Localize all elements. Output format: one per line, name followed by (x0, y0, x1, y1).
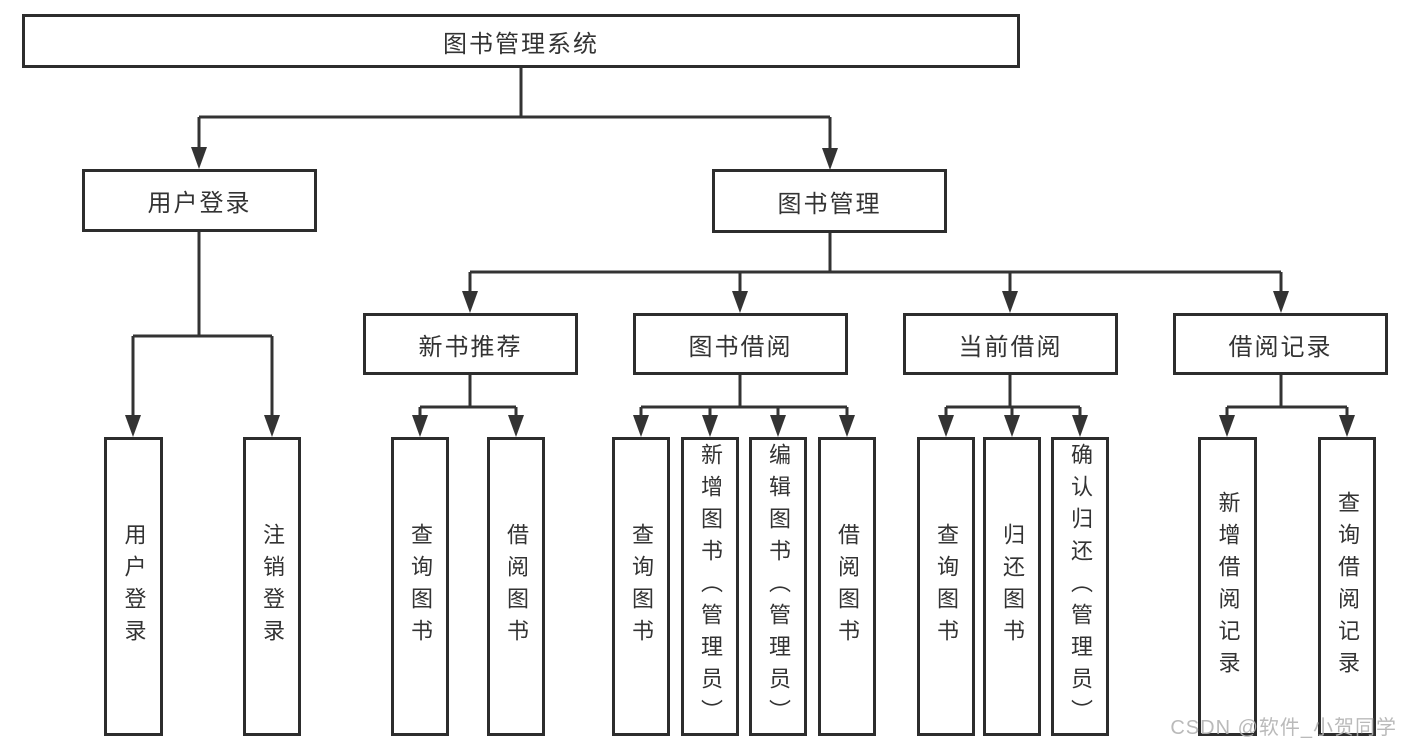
node-book-mgmt: 图书管理 (712, 169, 947, 233)
node-root-label: 图书管理系统 (443, 30, 599, 58)
leaf-query-book-3-label: 查询图书 (934, 522, 959, 651)
leaf-borrow-book-1: 借阅图书 (487, 437, 545, 736)
leaf-query-book-1-label: 查询图书 (408, 522, 433, 651)
node-root: 图书管理系统 (22, 14, 1020, 68)
node-user-login-label: 用户登录 (147, 190, 252, 217)
leaf-borrow-book-2: 借阅图书 (818, 437, 876, 736)
csdn-watermark: CSDN @软件_小贺同学 (1170, 717, 1397, 739)
leaf-query-book-2: 查询图书 (612, 437, 670, 736)
node-book-borrow-label: 图书借阅 (688, 333, 793, 361)
leaf-return-book: 归还图书 (983, 437, 1041, 736)
leaf-add-book-admin: 新增图书（管理员） (681, 437, 739, 736)
leaf-query-borrow-record-label: 查询借阅记录 (1335, 490, 1360, 683)
node-borrow-records: 借阅记录 (1173, 313, 1388, 375)
leaf-return-book-label: 归还图书 (1000, 522, 1025, 651)
connector-book-mgmt-to-level3 (462, 233, 1289, 313)
leaf-add-borrow-record: 新增借阅记录 (1198, 437, 1257, 736)
leaf-query-book-3: 查询图书 (917, 437, 975, 736)
leaf-borrow-book-1-label: 借阅图书 (504, 522, 529, 651)
node-new-book-rec: 新书推荐 (363, 313, 578, 375)
leaf-user-login: 用户登录 (104, 437, 163, 736)
leaf-edit-book-admin: 编辑图书（管理员） (749, 437, 807, 736)
connector-borrow-records-to-leaves (1219, 375, 1355, 437)
leaf-query-borrow-record: 查询借阅记录 (1318, 437, 1376, 736)
leaf-edit-book-admin-label: 编辑图书（管理员） (766, 442, 791, 731)
connector-user-login-to-leaves (125, 232, 280, 437)
leaf-logout: 注销登录 (243, 437, 301, 736)
leaf-confirm-return-admin: 确认归还（管理员） (1051, 437, 1109, 736)
leaf-logout-label: 注销登录 (260, 522, 285, 651)
node-book-mgmt-label: 图书管理 (777, 190, 882, 218)
node-borrow-records-label: 借阅记录 (1228, 333, 1333, 361)
node-current-borrow: 当前借阅 (903, 313, 1118, 375)
leaf-query-book-2-label: 查询图书 (629, 522, 654, 651)
leaf-confirm-return-admin-label: 确认归还（管理员） (1068, 442, 1093, 731)
leaf-add-borrow-record-label: 新增借阅记录 (1215, 490, 1241, 683)
leaf-user-login-label: 用户登录 (121, 522, 147, 651)
node-current-borrow-label: 当前借阅 (958, 333, 1063, 361)
connector-root-to-level2 (191, 68, 838, 170)
connector-book-borrow-to-leaves (633, 375, 855, 437)
node-book-borrow: 图书借阅 (633, 313, 848, 375)
connector-new-book-rec-to-leaves (412, 375, 524, 437)
leaf-query-book-1: 查询图书 (391, 437, 449, 736)
connector-current-borrow-to-leaves (938, 375, 1088, 437)
node-user-login: 用户登录 (82, 169, 317, 232)
leaf-add-book-admin-label: 新增图书（管理员） (698, 442, 723, 731)
node-new-book-rec-label: 新书推荐 (418, 333, 523, 361)
leaf-borrow-book-2-label: 借阅图书 (835, 522, 860, 651)
